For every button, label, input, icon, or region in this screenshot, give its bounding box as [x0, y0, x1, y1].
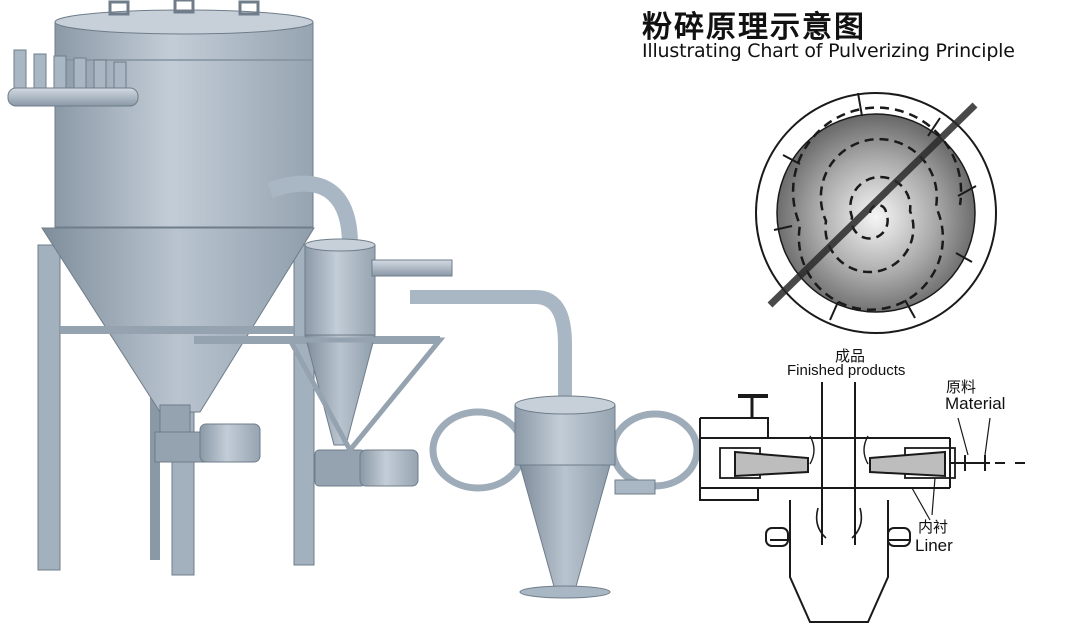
cyclone-body: [304, 244, 376, 336]
cyclone-outlet: [371, 259, 453, 277]
label-finished-en: Finished products: [787, 362, 906, 379]
mill-outlet-pipe: [410, 290, 572, 400]
cyclone-motor: [359, 449, 419, 487]
mill-chamber: [514, 404, 616, 466]
lifting-lug: [238, 0, 260, 16]
collector-body: [54, 21, 314, 228]
jet-mill: [410, 290, 701, 599]
diagram-title-en: Illustrating Chart of Pulverizing Princi…: [642, 40, 1015, 62]
label-liner-cn: 内衬: [918, 518, 949, 536]
flow-arrow: [851, 507, 863, 539]
cyclone-feeder: [314, 449, 366, 487]
flow-arrow: [863, 435, 869, 465]
liner-wedge-right: [869, 450, 946, 478]
feed-injector: [767, 102, 978, 308]
collector-feeder: [154, 431, 206, 463]
lifting-lug: [108, 0, 130, 16]
particle-spiral-path: [791, 106, 963, 311]
collector-top: [54, 9, 314, 35]
liner-wedge-left: [734, 450, 809, 478]
pulse-manifold: [7, 87, 139, 107]
collector-leg-back: [150, 265, 160, 560]
dust-collector: [7, 0, 440, 576]
left-clamp: [699, 417, 769, 501]
sectional-diagram: [699, 382, 1025, 623]
label-finished-cn: 成品: [835, 347, 866, 365]
collector-cone: [41, 227, 315, 413]
pulverizing-disc-diagram: [755, 92, 997, 334]
nozzle-ticks: [773, 92, 977, 321]
diagram-title-cn: 粉碎原理示意图: [642, 10, 866, 45]
label-material-cn: 原料: [946, 378, 977, 396]
flow-arrow: [809, 435, 815, 465]
mill-cone: [519, 464, 611, 591]
mill-base: [519, 585, 611, 599]
nozzle-ring-loop: [609, 410, 701, 490]
cyclone-inlet-pipe: [267, 175, 358, 246]
nozzle-ring-loop: [429, 408, 527, 492]
flow-arrow: [815, 507, 827, 539]
cyclone-separator: [267, 175, 453, 487]
lifting-lug: [173, 0, 195, 14]
label-material-en: Material: [945, 394, 1006, 413]
mill-flange: [614, 479, 656, 495]
label-liner-en: Liner: [915, 536, 953, 555]
outlet-hopper: [789, 500, 889, 623]
collector-motor: [199, 423, 261, 463]
collector-leg-left: [37, 244, 61, 571]
